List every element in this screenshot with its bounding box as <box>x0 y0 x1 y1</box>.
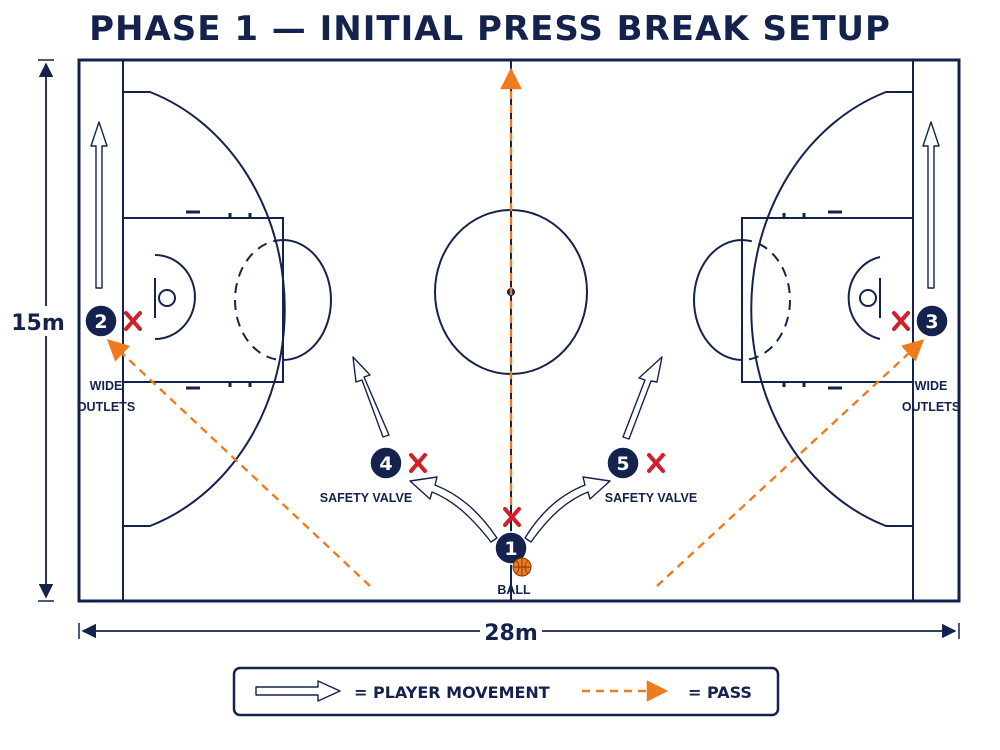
player-3: 3 WIDE OUTLETS <box>902 304 960 414</box>
court-boundary <box>77 58 961 603</box>
movement-arrow-2 <box>90 121 108 289</box>
movement-arrow-5 <box>622 356 663 440</box>
movement-arrow-1-right <box>524 476 611 543</box>
player-2-number: 2 <box>94 311 107 333</box>
player-2-role-line1: WIDE <box>90 379 123 393</box>
left-free-throw-circle <box>282 239 332 361</box>
height-dimension: 15m <box>11 59 70 602</box>
movement-arrow-1-left <box>409 476 498 543</box>
legend: = PLAYER MOVEMENT = PASS <box>232 666 780 717</box>
player-5-role: SAFETY VALVE <box>605 491 697 505</box>
width-label: 28m <box>484 621 538 646</box>
right-free-throw-circle <box>693 239 743 361</box>
right-three-point-line <box>750 91 913 527</box>
passes <box>106 67 925 587</box>
player-5: 5 SAFETY VALVE <box>605 446 697 505</box>
court <box>77 58 961 603</box>
left-restricted-arc <box>154 254 196 340</box>
right-key <box>741 217 914 383</box>
defenders <box>124 311 910 527</box>
defender-x-1 <box>503 507 521 527</box>
player-4: 4 SAFETY VALVE <box>320 446 412 505</box>
player-4-role: SAFETY VALVE <box>320 491 412 505</box>
defender-x-3 <box>892 311 910 331</box>
legend-movement-arrow-icon <box>255 680 341 702</box>
right-restricted-arc <box>847 256 881 340</box>
defender-x-5 <box>647 453 665 473</box>
movement-arrow-4 <box>352 356 390 438</box>
player-1-number: 1 <box>504 538 517 560</box>
pass-arrow-to-2 <box>106 339 371 587</box>
player-1-role: BALL <box>497 583 531 597</box>
legend-movement-label: = PLAYER MOVEMENT <box>354 683 550 702</box>
legend-box <box>232 666 780 717</box>
player-2: 2 WIDE OUTLETS <box>77 304 135 414</box>
width-dimension: 28m <box>78 616 960 646</box>
player-4-number: 4 <box>379 453 392 475</box>
player-5-number: 5 <box>616 453 629 475</box>
left-key <box>122 217 284 383</box>
movements <box>90 121 940 543</box>
left-rim <box>158 289 176 307</box>
left-free-throw-circle-dashed <box>234 239 284 361</box>
legend-pass-label: = PASS <box>688 683 752 702</box>
defender-x-2 <box>124 311 142 331</box>
basketball-icon <box>512 557 532 577</box>
player-2-role-line2: OUTLETS <box>77 400 135 414</box>
player-3-number: 3 <box>925 311 938 333</box>
defender-x-4 <box>409 453 427 473</box>
movement-arrow-3 <box>922 121 940 289</box>
player-3-role-line2: OUTLETS <box>902 400 960 414</box>
page-title: PHASE 1 — INITIAL PRESS BREAK SETUP <box>89 9 891 49</box>
player-1: 1 BALL <box>494 531 532 597</box>
right-lane-marks <box>782 210 842 390</box>
height-label: 15m <box>11 311 65 336</box>
right-free-throw-circle-dashed <box>741 239 791 361</box>
left-lane-marks <box>186 210 252 390</box>
players: 2 WIDE OUTLETS 3 WIDE OUTLETS 4 SAFETY V… <box>77 304 960 597</box>
right-rim <box>859 289 877 307</box>
player-3-role-line1: WIDE <box>915 379 948 393</box>
pass-arrow-to-3 <box>656 339 925 587</box>
left-three-point-line <box>123 91 286 527</box>
